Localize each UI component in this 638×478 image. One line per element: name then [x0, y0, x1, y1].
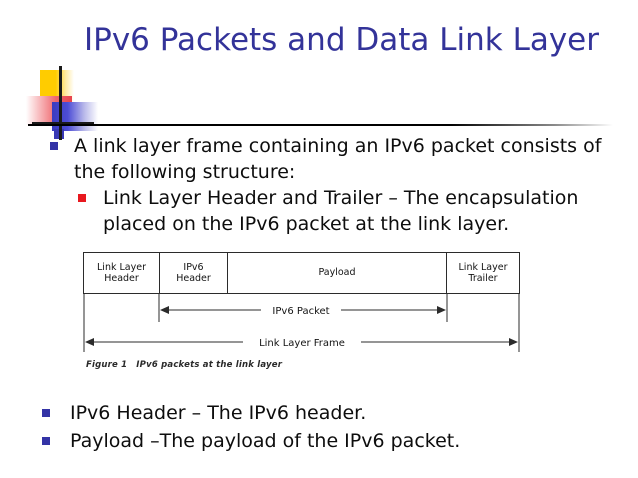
bullet-item-payload: Payload –The payload of the IPv6 packet. — [42, 428, 602, 454]
bullet-marker-icon — [42, 409, 50, 417]
title-divider — [28, 124, 613, 126]
figure-caption-text: IPv6 packets at the link layer — [136, 360, 283, 370]
slide-title: IPv6 Packets and Data Link Layer — [84, 22, 599, 58]
logo-yellow-square — [40, 70, 74, 103]
logo-red-square — [26, 96, 72, 125]
decorative-corner-logo — [26, 66, 98, 140]
figure-ipv6-packet-diagram: Link Layer Header IPv6 Header Payload Li… — [83, 252, 520, 377]
bullet-text: Payload –The payload of the IPv6 packet. — [70, 430, 461, 452]
figure-measure-label-ipv6-packet: IPv6 Packet — [272, 306, 329, 317]
figure-measure-arrows: IPv6 Packet Link Layer Frame — [83, 294, 520, 352]
figure-cell-ipv6-header: IPv6 Header — [160, 253, 228, 293]
figure-caption-number: Figure 1 — [86, 360, 128, 370]
figure-measure-label-link-layer-frame: Link Layer Frame — [259, 338, 345, 349]
figure-cell-link-layer-header: Link Layer Header — [84, 253, 160, 293]
bullet-marker-icon — [50, 142, 58, 150]
bullet-item-ipv6-header: IPv6 Header – The IPv6 header. — [42, 400, 602, 426]
figure-cell-link-layer-trailer: Link Layer Trailer — [458, 261, 508, 285]
logo-blue-square — [52, 102, 98, 131]
figure-cell-payload: Payload — [228, 253, 447, 293]
logo-vertical-line — [59, 66, 62, 140]
bullet-marker-icon — [78, 194, 86, 202]
figure-frame-boxes: Link Layer Header IPv6 Header Payload Li… — [83, 252, 520, 294]
figure-caption: Figure 1 IPv6 packets at the link layer — [86, 360, 282, 370]
bullet-item-level1-intro: A link layer frame containing an IPv6 pa… — [50, 133, 615, 185]
bullet-text: IPv6 Header – The IPv6 header. — [70, 402, 367, 424]
bullet-item-level2-link-layer: Link Layer Header and Trailer – The enca… — [78, 185, 618, 237]
bullet-marker-icon — [42, 437, 50, 445]
bullet-text: Link Layer Header and Trailer – The enca… — [103, 187, 579, 235]
bullet-text: A link layer frame containing an IPv6 pa… — [74, 135, 602, 183]
